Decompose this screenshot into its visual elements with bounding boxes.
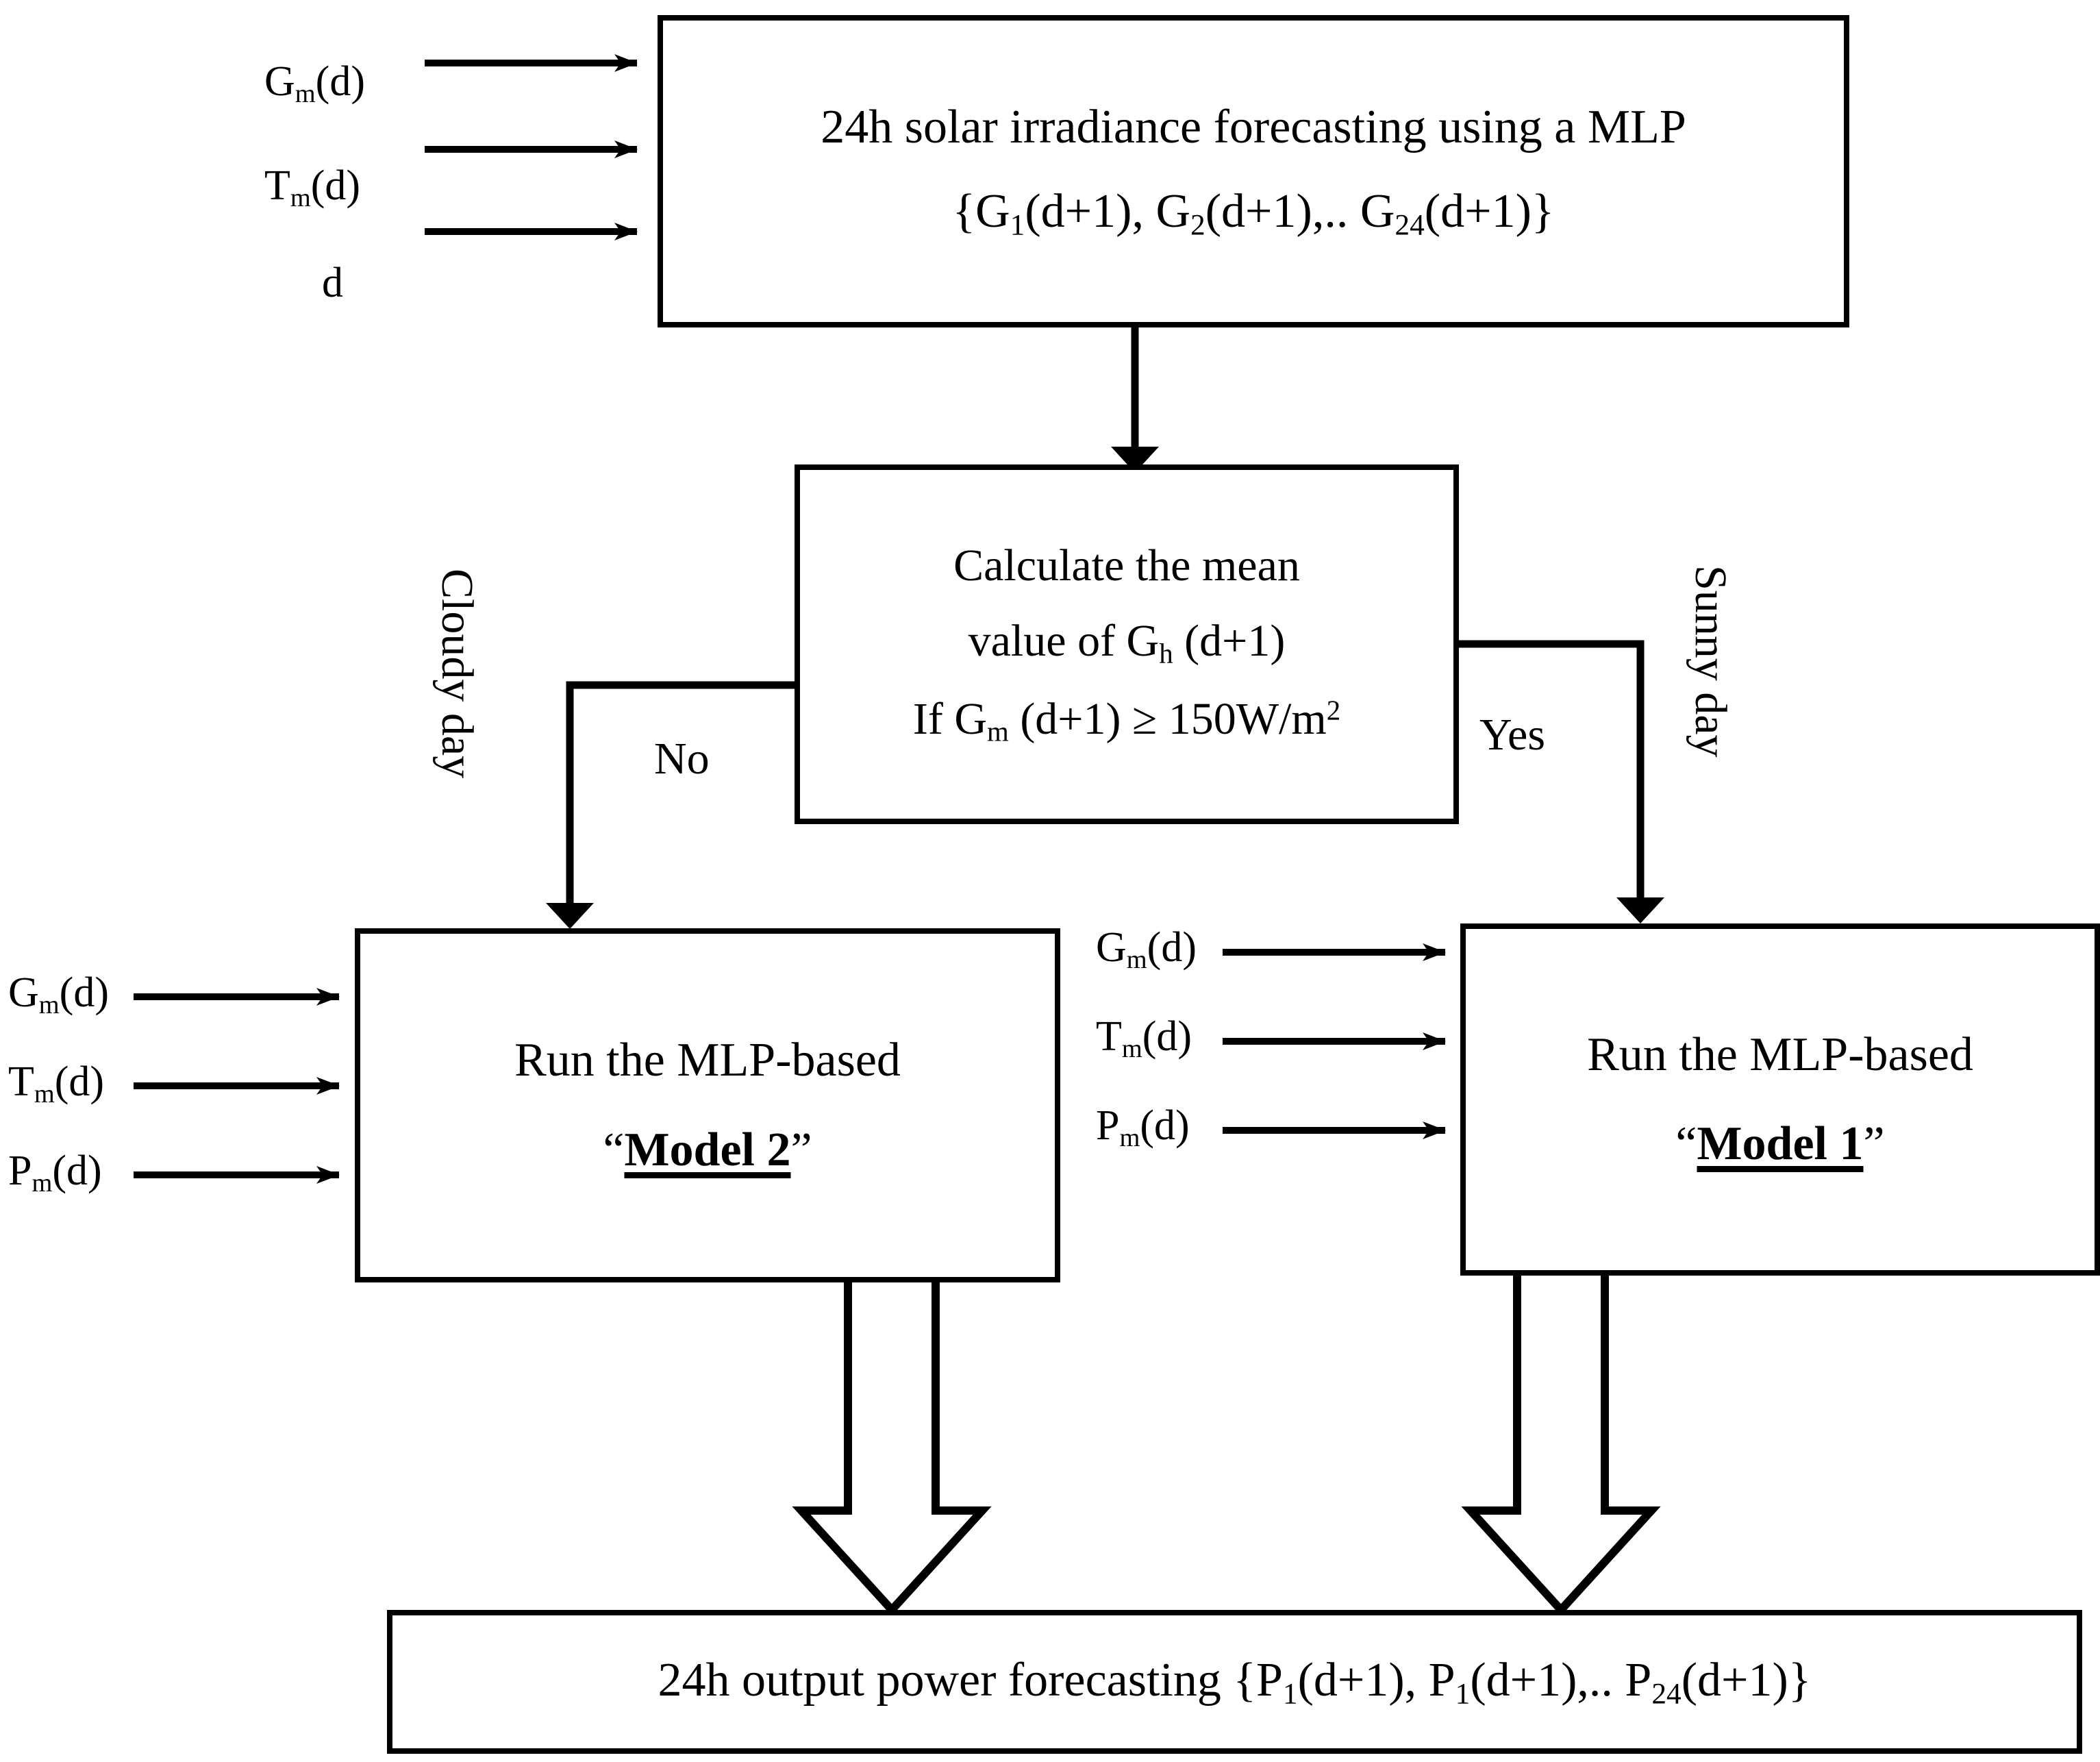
model1-name: Model 1 xyxy=(1697,1117,1864,1170)
input-label-m2-1: Tm(d) xyxy=(8,1058,105,1108)
decision-box[interactable]: Calculate the mean value of Gh (d+1) If … xyxy=(795,464,1459,824)
model1-box[interactable]: Run the MLP-based “Model 1” xyxy=(1460,923,2100,1276)
forecast-box[interactable]: 24h solar irradiance forecasting using a… xyxy=(658,15,1849,327)
input-label-m1-1: Tm(d) xyxy=(1096,1013,1192,1063)
model1-line1: Run the MLP-based xyxy=(1587,1028,1973,1081)
model2-box[interactable]: Run the MLP-based “Model 2” xyxy=(355,928,1060,1282)
input-label-top-2: d xyxy=(322,260,343,306)
model2-line1: Run the MLP-based xyxy=(514,1034,901,1087)
block-arrow-model1-to-output xyxy=(1461,1267,1661,1616)
output-box-text: 24h output power forecasting {P1(d+1), P… xyxy=(658,1653,1812,1710)
model1-line2: “Model 1” xyxy=(1675,1117,1885,1170)
connector-decision-to-model1 xyxy=(1459,640,1664,923)
input-label-m2-2: Pm(d) xyxy=(8,1147,102,1198)
branch-label-sunny-day: Sunny day xyxy=(1686,565,1736,758)
decision-box-line2: value of Gh (d+1) xyxy=(968,616,1286,669)
forecast-box-line1: 24h solar irradiance forecasting using a… xyxy=(821,101,1686,154)
model2-name: Model 2 xyxy=(624,1123,791,1176)
block-arrow-model2-to-output xyxy=(792,1267,992,1616)
branch-label-cloudy-day: Cloudy day xyxy=(432,569,482,779)
forecast-box-line2: {G1(d+1), G2(d+1),.. G24(d+1)} xyxy=(952,184,1555,242)
branch-label-yes: Yes xyxy=(1479,710,1546,760)
decision-box-line3: If Gm (d+1) ≥ 150W/m2 xyxy=(912,694,1341,748)
input-label-top-1: Tm(d) xyxy=(264,162,361,212)
decision-box-line1: Calculate the mean xyxy=(953,541,1300,591)
input-label-m1-0: Gm(d) xyxy=(1096,924,1197,974)
connector-forecast-to-decision xyxy=(1111,327,1159,473)
input-label-m2-0: Gm(d) xyxy=(8,969,109,1019)
output-box[interactable]: 24h output power forecasting {P1(d+1), P… xyxy=(387,1610,2082,1754)
connector-decision-to-model2 xyxy=(546,681,795,929)
input-label-top-0: Gm(d) xyxy=(264,58,365,108)
model2-line2: “Model 2” xyxy=(603,1123,812,1176)
branch-label-no: No xyxy=(654,734,710,784)
input-label-m1-2: Pm(d) xyxy=(1096,1102,1190,1152)
